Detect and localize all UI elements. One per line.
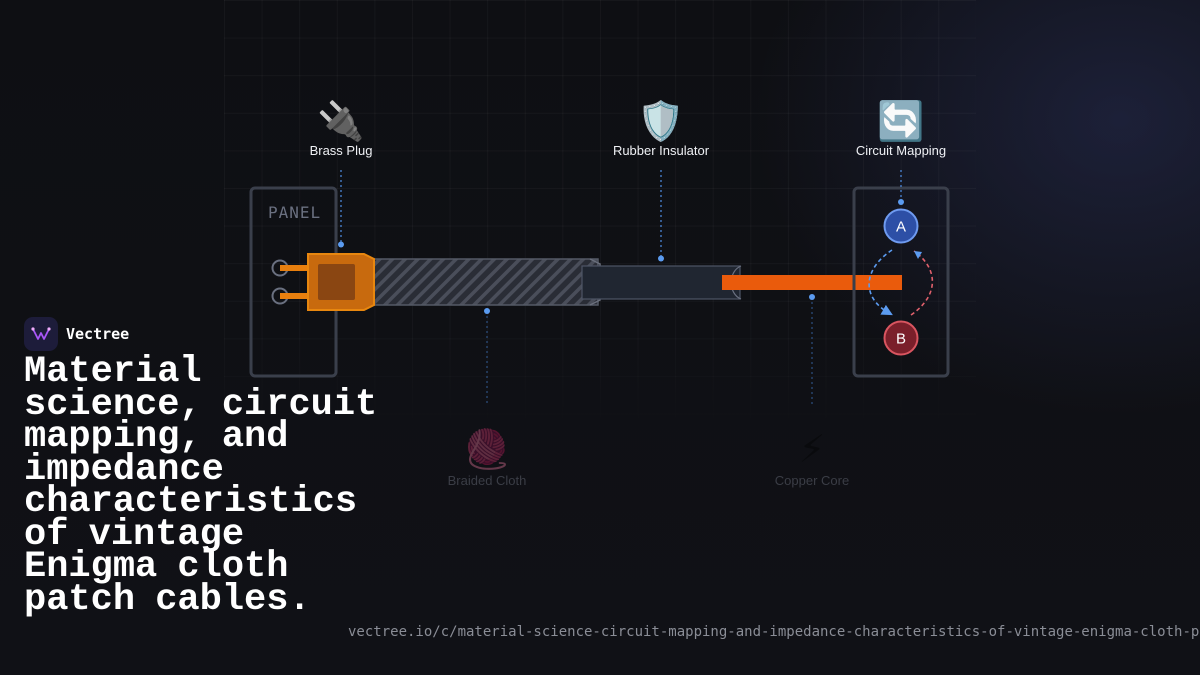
mapping-arrow-a-to-b xyxy=(868,249,893,316)
brass-plug-face xyxy=(318,264,355,300)
page-url[interactable]: vectree.io/c/material-science-circuit-ma… xyxy=(348,624,1200,640)
panel-label: PANEL xyxy=(268,203,321,222)
background-grid xyxy=(224,0,976,440)
leader-dot-circuit-mapping xyxy=(898,199,904,205)
brass-plug-label: Brass Plug xyxy=(310,143,373,158)
node-b-label: B xyxy=(896,331,906,348)
plug-prong-top xyxy=(280,265,310,271)
shield-icon: 🛡️ xyxy=(637,99,684,143)
cycle-arrows-icon: 🔄 xyxy=(877,99,924,143)
vectree-logo-icon xyxy=(24,317,58,351)
rubber-insulator-label: Rubber Insulator xyxy=(613,143,710,158)
circuit-mapping-label: Circuit Mapping xyxy=(856,143,946,158)
right-panel-frame xyxy=(852,186,950,378)
node-b xyxy=(883,320,919,356)
node-a-label: A xyxy=(896,219,906,236)
page-title: Material science, circuit mapping, and i… xyxy=(24,351,378,621)
plug-icon: 🔌 xyxy=(317,99,364,143)
yarn-icon: 🧶 xyxy=(463,427,510,471)
brand: Vectree xyxy=(24,317,129,351)
leader-dot-brass-plug xyxy=(338,241,344,248)
braided-cloth-label: Braided Cloth xyxy=(448,473,527,488)
copper-core-wire xyxy=(722,275,902,290)
node-a xyxy=(883,208,919,244)
leader-dot-rubber-insulator xyxy=(658,255,664,262)
leader-dot-copper-core xyxy=(809,294,815,300)
mapping-arrowhead-up xyxy=(914,251,922,259)
rubber-insulator-segment xyxy=(581,265,741,300)
copper-core-label: Copper Core xyxy=(775,473,849,488)
mapping-arrow-b-to-a xyxy=(910,250,934,316)
brand-name: Vectree xyxy=(66,325,130,343)
braided-cloth-sheath xyxy=(372,258,599,306)
leader-dot-braided-cloth xyxy=(484,308,490,314)
plug-prong-bottom xyxy=(280,293,310,299)
lightning-icon: ⚡ xyxy=(799,427,826,471)
